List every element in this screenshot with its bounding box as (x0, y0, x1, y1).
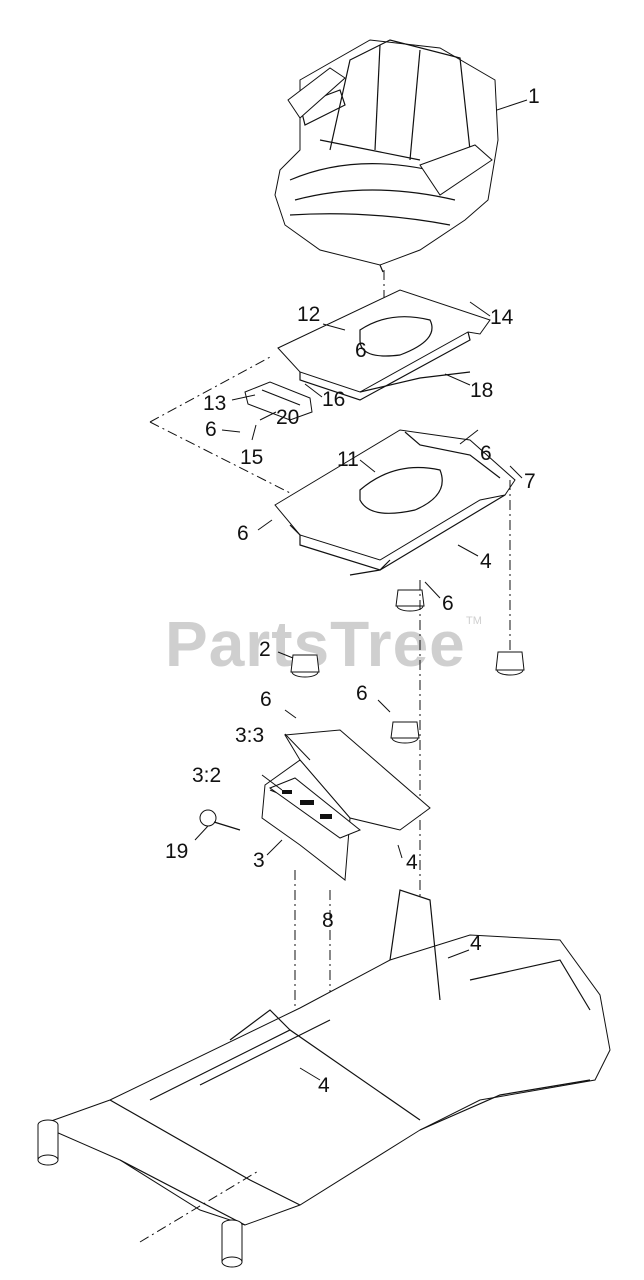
callout-13: 13 (203, 392, 226, 415)
callout-18: 18 (470, 379, 493, 402)
mower-frame (38, 889, 611, 1226)
callout-20: 20 (276, 406, 299, 429)
leader-lines (194, 99, 528, 1081)
callout-3-3: 3:3 (235, 724, 264, 747)
isolator-mount-a[interactable] (395, 589, 425, 612)
isolator-mount-b[interactable] (290, 654, 320, 678)
callout-12: 12 (297, 303, 320, 326)
callout-16: 16 (322, 388, 345, 411)
callout-2: 2 (259, 638, 271, 661)
isolator-mount-c[interactable] (495, 651, 525, 676)
callout-4b: 4 (406, 851, 418, 874)
watermark: PartsTree TM (165, 608, 482, 680)
callout-6b: 6 (205, 418, 217, 441)
callout-3-2: 3:2 (192, 764, 221, 787)
callout-11: 11 (337, 448, 359, 471)
callout-6c: 6 (480, 442, 492, 465)
callout-4d: 4 (318, 1074, 330, 1097)
callout-6d: 6 (237, 522, 249, 545)
callout-15: 15 (240, 446, 263, 469)
decal-panel (268, 777, 361, 839)
watermark-tm: TM (466, 615, 482, 627)
callout-6a: 6 (355, 339, 367, 362)
callout-6f: 6 (260, 688, 272, 711)
callout-6e: 6 (442, 592, 454, 615)
seat-pan-cover[interactable] (261, 729, 431, 881)
knob-part-19[interactable] (199, 809, 241, 831)
seat-assembly[interactable] (274, 39, 499, 273)
callout-4a: 4 (480, 550, 492, 573)
isolator-mount-d[interactable] (390, 721, 420, 744)
callout-7: 7 (524, 470, 536, 493)
callout-14: 14 (490, 306, 514, 329)
callout-8: 8 (322, 909, 334, 932)
seat-plate-lower[interactable] (274, 429, 516, 576)
callout-4c: 4 (470, 932, 482, 955)
front-caster-left (37, 1119, 59, 1166)
front-caster-right (221, 1219, 243, 1268)
seat-bracket[interactable] (244, 381, 313, 421)
callout-6g: 6 (356, 682, 368, 705)
callout-1: 1 (528, 85, 540, 108)
callout-labels: 1 12 14 6 16 18 13 6 20 15 6 7 11 6 4 6 … (165, 85, 540, 1097)
seat-plate-upper[interactable] (277, 289, 491, 401)
callout-3: 3 (253, 849, 265, 872)
callout-19: 19 (165, 840, 188, 863)
